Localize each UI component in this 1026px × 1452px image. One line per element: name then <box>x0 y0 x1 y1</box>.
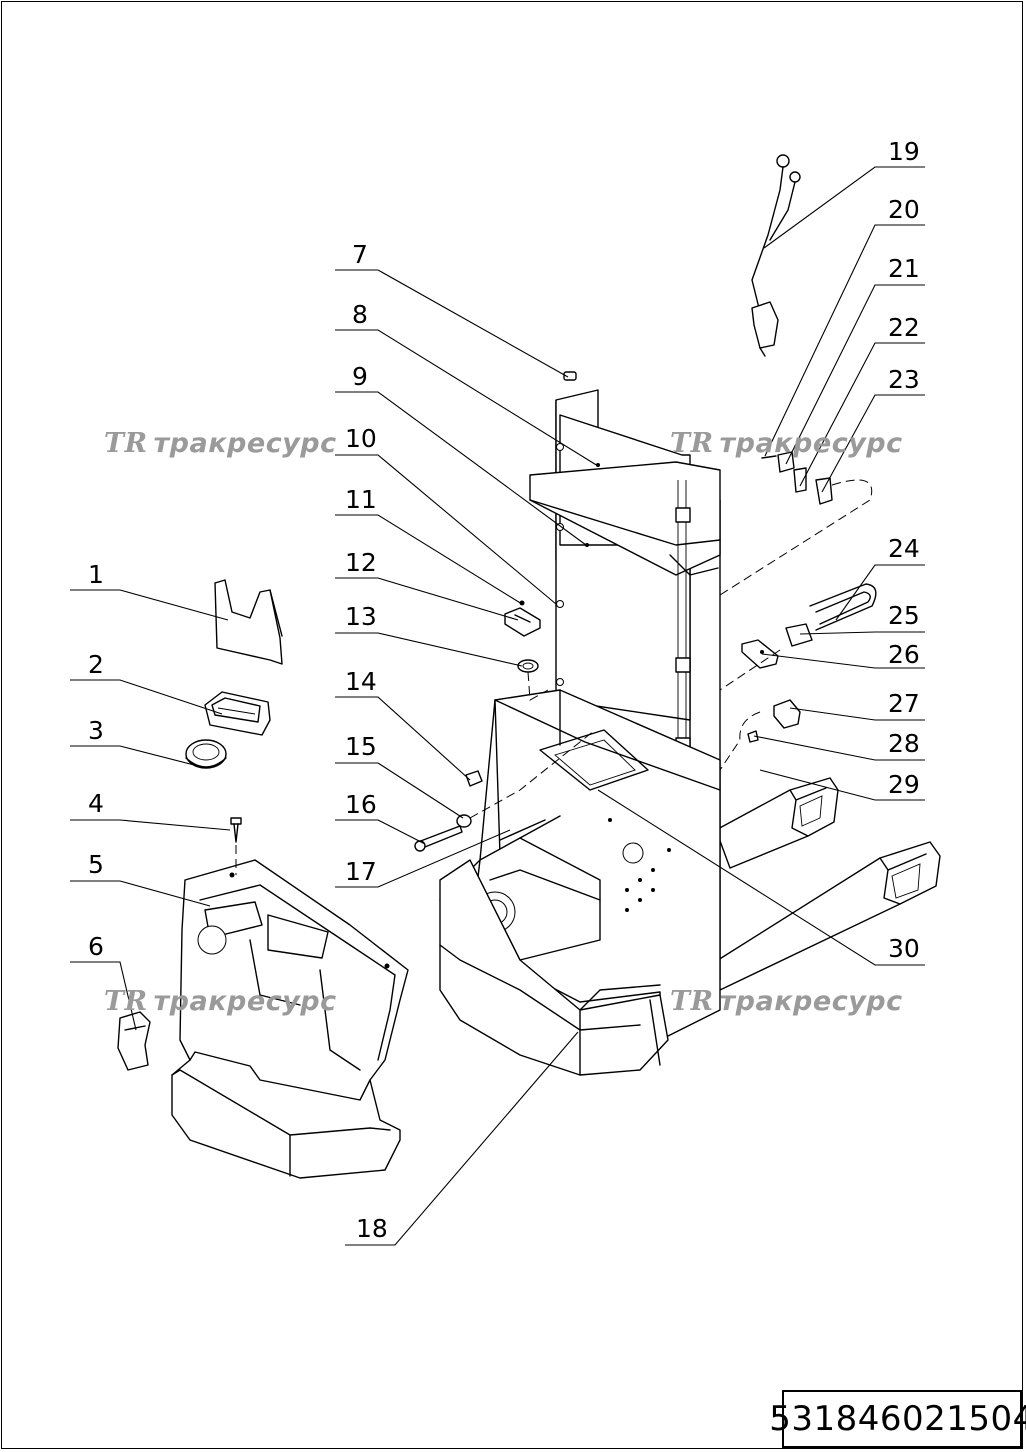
callout-25: 25 <box>888 601 920 630</box>
part-27-28-bracket <box>719 699 801 771</box>
callout-27: 27 <box>888 689 920 718</box>
callout-17: 17 <box>345 857 377 886</box>
callout-21: 21 <box>888 254 920 283</box>
watermark-text: тракресурс <box>153 428 337 459</box>
callout-13: 13 <box>345 602 377 631</box>
part-25-26-clip <box>719 623 813 691</box>
callout-16: 16 <box>345 790 377 819</box>
callout-11: 11 <box>345 485 377 514</box>
callout-9: 9 <box>352 362 368 391</box>
callout-29: 29 <box>888 770 920 799</box>
watermark-text: тракресурс <box>153 986 337 1017</box>
callout-18: 18 <box>356 1214 388 1243</box>
part-1-plate <box>214 579 283 665</box>
callout-10: 10 <box>345 424 377 453</box>
callout-numbers: 1 2 3 4 5 6 7 8 9 10 11 12 13 14 15 16 1… <box>88 137 920 1243</box>
part-13-grommet <box>517 659 549 701</box>
watermark-logo: TR <box>104 986 148 1017</box>
fork-right <box>717 841 941 991</box>
part-4-screw <box>230 817 242 875</box>
watermark-text: тракресурс <box>719 428 903 459</box>
callout-23: 23 <box>888 365 920 394</box>
drawing-code: 531846021504 <box>769 1390 1026 1448</box>
callout-12: 12 <box>345 548 377 577</box>
part-2-grommet <box>204 691 271 736</box>
watermark-text: тракресурс <box>719 986 903 1017</box>
watermark-logo: TR <box>104 428 148 459</box>
callout-15: 15 <box>345 732 377 761</box>
callout-8: 8 <box>352 300 368 329</box>
callout-30: 30 <box>888 934 920 963</box>
watermark-logo: TR <box>670 428 714 459</box>
front-cover <box>171 859 409 1179</box>
callout-7: 7 <box>352 240 368 269</box>
part-7-bolt <box>563 371 577 381</box>
mast <box>529 389 721 986</box>
callout-14: 14 <box>345 667 377 696</box>
part-14-16-fasteners <box>414 729 596 852</box>
leader-lines <box>70 166 925 1246</box>
base-cover <box>439 859 669 1076</box>
callout-22: 22 <box>888 313 920 342</box>
callout-26: 26 <box>888 640 920 669</box>
part-24-u-bolt <box>809 583 877 631</box>
callout-20: 20 <box>888 195 920 224</box>
callout-4: 4 <box>88 789 104 818</box>
part-6-trim <box>117 1011 151 1071</box>
part-3-round-grommet <box>185 739 227 769</box>
callout-24: 24 <box>888 534 920 563</box>
watermark-logo: TR <box>670 986 714 1017</box>
fork-left <box>715 777 839 869</box>
callout-3: 3 <box>88 716 104 745</box>
callout-6: 6 <box>88 932 104 961</box>
part-19-cable <box>751 154 801 357</box>
part-11-12-bracket <box>504 600 541 637</box>
callout-5: 5 <box>88 850 104 879</box>
part-20-23-switch <box>719 451 873 596</box>
callout-28: 28 <box>888 729 920 758</box>
callout-2: 2 <box>88 650 104 679</box>
callout-1: 1 <box>88 560 104 589</box>
callout-19: 19 <box>888 137 920 166</box>
